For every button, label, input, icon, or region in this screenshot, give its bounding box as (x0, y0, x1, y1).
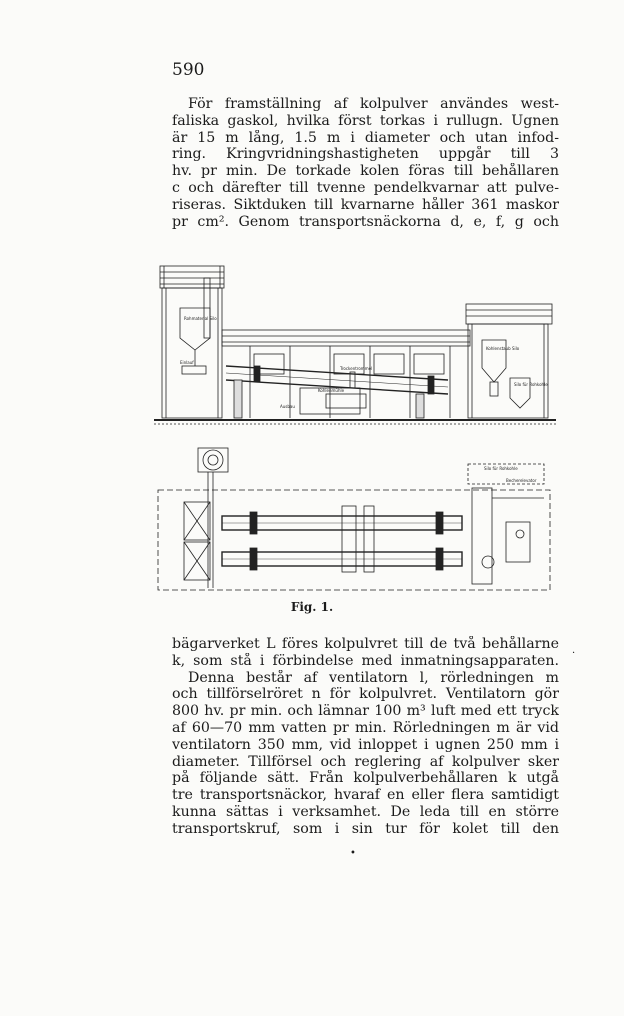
label-ausbau: Ausbau (280, 404, 295, 409)
text-line: på följande sätt. Från kolpulverbehållar… (172, 770, 559, 787)
text-line: kunna sättas i verksamhet. De leda till … (172, 803, 559, 820)
technical-drawing-figure: Rohmaterial Silo Einlauf Trockentrommel … (150, 258, 560, 598)
text-line: k, som stå i förbindelse med inmatningsa… (172, 652, 559, 669)
text-line: c och därefter till tvenne pendelkvarnar… (172, 179, 559, 196)
text-line: För framställning af kolpulver användes … (188, 96, 559, 112)
text-line: riseras. Siktduken till kvarnarne håller… (172, 196, 559, 213)
text-line: ventilatorn 350 mm, vid inloppet i ugnen… (172, 736, 559, 753)
text-line: transportskruf, som i sin tur för kolet … (172, 820, 559, 837)
label-kohlenstaub-silo: Kohlenstaub Silo (486, 346, 520, 351)
text-line: diameter. Tillförsel och reglering af ko… (172, 753, 559, 770)
bottom-dot: • (350, 848, 356, 859)
text-line: tre transportsnäckor, hvaraf en eller fl… (172, 787, 559, 804)
paragraph-continued: bägarverket L föres kolpulvret till de t… (172, 636, 559, 838)
label-silo-rohkohle: Silo für Rohkohle (514, 382, 548, 387)
label-einlauf: Einlauf (180, 360, 194, 365)
page-number: 590 (172, 60, 205, 80)
label-silo-roh-right: Silo für Rohkohle (484, 466, 518, 471)
text-line: pr cm². Genom transportsnäckorna d, e, f… (172, 213, 559, 230)
text-line: af 60—70 mm vatten pr min. Rörledningen … (172, 719, 559, 736)
text-line: 800 hv. pr min. och lämnar 100 m³ luft m… (172, 703, 559, 720)
label-kohlenmuhle: Kohlenmühle (318, 388, 345, 393)
label-becherwerk: Becherelevator (506, 478, 537, 483)
figure-caption: Fig. 1. (290, 600, 334, 614)
plan-view: Silo für Rohkohle Becherelevator (157, 447, 551, 591)
text-line: Denna består af ventilatorn l, rörlednin… (188, 669, 559, 686)
label-trommel: Trockentrommel (339, 366, 372, 371)
paragraph-intro: För framställning af kolpulver användes … (172, 96, 559, 230)
margin-dot: · (572, 648, 576, 659)
text-line: faliska gaskol, hvilka först torkas i ru… (172, 112, 559, 129)
elevation-view: Rohmaterial Silo Einlauf Trockentrommel … (154, 265, 556, 425)
label-rohmaterial-silo: Rohmaterial Silo (184, 316, 217, 321)
text-line: ring. Kringvridningshastigheten uppgår t… (172, 146, 559, 163)
text-line: och tillförselröret n för kolpulvret. Ve… (172, 686, 559, 703)
text-line: hv. pr min. De torkade kolen föras till … (172, 163, 559, 180)
plant-drawing: Rohmaterial Silo Einlauf Trockentrommel … (154, 265, 556, 591)
text-line: är 15 m lång, 1.5 m i diameter och utan … (172, 129, 559, 146)
text-line: bägarverket L föres kolpulvret till de t… (172, 636, 559, 652)
